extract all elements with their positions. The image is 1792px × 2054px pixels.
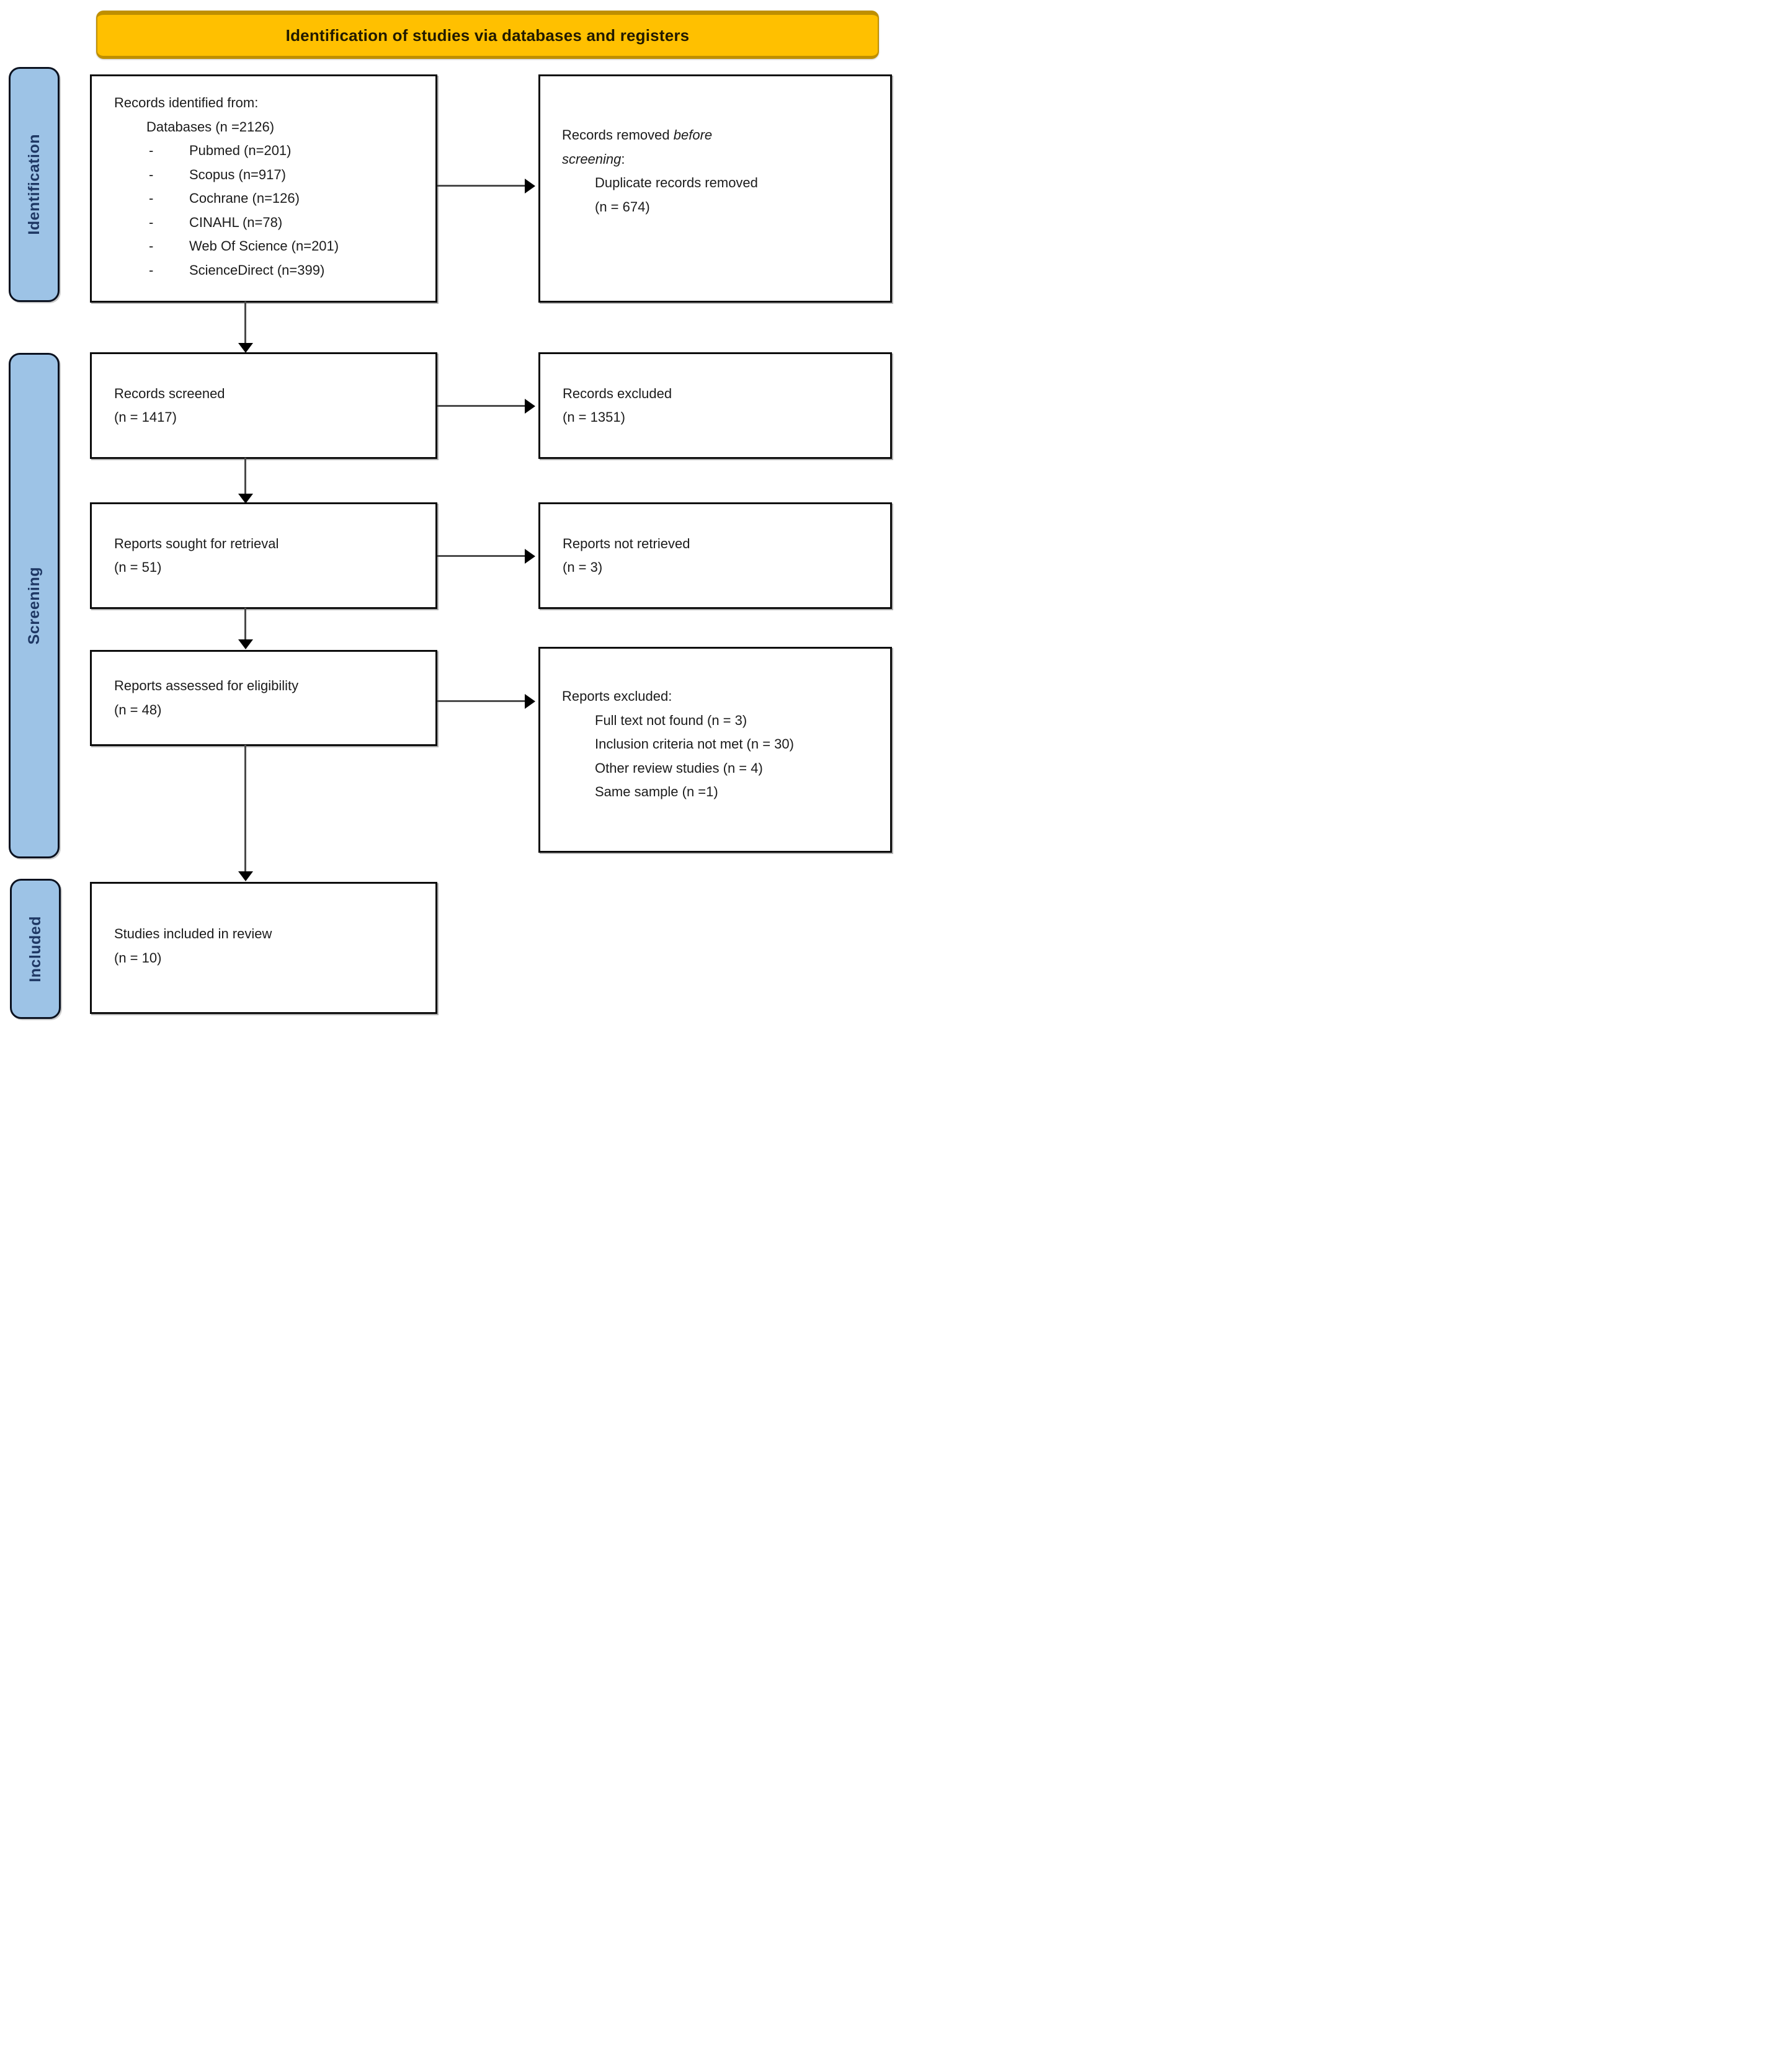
records-removed-line1: Records removed before [562, 123, 881, 148]
bullet-sciencedirect: - ScienceDirect (n=399) [114, 259, 429, 283]
bullet-dash-icon: - [149, 166, 154, 182]
bullet-dash-icon: - [149, 190, 154, 206]
arrow-line-assessed-to-reports-excluded [437, 700, 526, 702]
bullet-pubmed-label: Pubmed (n=201) [189, 143, 292, 158]
stage-bar-included: Included [10, 879, 61, 1019]
box-records-removed: Records removed before screening: Duplic… [538, 74, 892, 303]
bullet-scopus: - Scopus (n=917) [114, 163, 429, 187]
reports-excluded-item-full-text: Full text not found (n = 3) [595, 712, 747, 728]
bullet-dash-icon: - [149, 143, 154, 158]
box-records-excluded: Records excluded (n = 1351) [538, 352, 892, 459]
reports-assessed-label: Reports assessed for eligibility [114, 678, 299, 693]
records-identified-line1: Records identified from: [114, 95, 259, 110]
studies-included-count: (n = 10) [114, 949, 162, 966]
duplicates-removed-count: (n = 674) [595, 198, 650, 215]
arrow-head-identified-to-removed [525, 179, 535, 193]
records-removed-italic-before: before [673, 127, 713, 143]
arrow-line-identified-to-removed [437, 185, 526, 187]
records-removed-prefix: Records removed [562, 127, 674, 143]
records-removed-line2: screening: [562, 148, 881, 172]
stage-label-included: Included [26, 915, 44, 982]
bullet-pubmed: - Pubmed (n=201) [114, 139, 429, 163]
records-identified-databases: Databases (n =2126) [146, 118, 275, 135]
arrow-head-screened-to-excluded [525, 399, 535, 414]
banner-identification-header: Identification of studies via databases … [96, 11, 879, 59]
stage-label-identification: Identification [25, 134, 43, 235]
arrow-line-sought-to-assessed [244, 608, 246, 641]
bullet-cinahl-label: CINAHL (n=78) [189, 214, 283, 230]
records-excluded-label: Records excluded [563, 385, 672, 401]
box-reports-not-retrieved: Reports not retrieved (n = 3) [538, 502, 892, 609]
bullet-dash-icon: - [149, 214, 154, 230]
arrow-line-screened-to-excluded [437, 405, 526, 407]
reports-sought-count: (n = 51) [114, 559, 162, 575]
arrow-head-assessed-to-included [238, 871, 253, 881]
box-records-screened: Records screened (n = 1417) [90, 352, 437, 459]
box-reports-assessed: Reports assessed for eligibility (n = 48… [90, 650, 437, 746]
bullet-dash-icon: - [149, 262, 154, 278]
bullet-cochrane: - Cochrane (n=126) [114, 187, 429, 211]
arrow-line-sought-to-not-retrieved [437, 555, 526, 557]
box-reports-sought: Reports sought for retrieval (n = 51) [90, 502, 437, 609]
reports-sought-label: Reports sought for retrieval [114, 535, 279, 551]
records-excluded-count: (n = 1351) [563, 409, 625, 425]
records-screened-count: (n = 1417) [114, 409, 177, 425]
records-screened-label: Records screened [114, 385, 225, 401]
bullet-scopus-label: Scopus (n=917) [189, 166, 286, 182]
bullet-dash-icon: - [149, 238, 154, 254]
arrow-head-identified-to-screened [238, 343, 253, 353]
reports-not-retrieved-count: (n = 3) [563, 559, 603, 575]
reports-not-retrieved-label: Reports not retrieved [563, 535, 690, 551]
banner-title: Identification of studies via databases … [285, 25, 690, 45]
arrow-head-screened-to-sought [238, 494, 253, 504]
reports-assessed-count: (n = 48) [114, 701, 162, 718]
stage-bar-identification: Identification [9, 67, 60, 302]
arrow-line-screened-to-sought [244, 458, 246, 496]
reports-excluded-item-other-reviews: Other review studies (n = 4) [595, 760, 763, 776]
stage-label-screening: Screening [25, 566, 43, 645]
reports-excluded-title: Reports excluded: [562, 688, 672, 704]
reports-excluded-item-same-sample: Same sample (n =1) [595, 784, 718, 799]
arrow-line-assessed-to-included [244, 745, 246, 873]
reports-excluded-item-inclusion-criteria: Inclusion criteria not met (n = 30) [595, 736, 794, 752]
arrow-head-sought-to-not-retrieved [525, 549, 535, 564]
box-studies-included: Studies included in review (n = 10) [90, 882, 437, 1014]
records-removed-colon: : [621, 151, 625, 167]
bullet-sciencedirect-label: ScienceDirect (n=399) [189, 262, 325, 278]
studies-included-label: Studies included in review [114, 926, 272, 941]
prisma-flow-diagram: Identification of studies via databases … [0, 0, 896, 1027]
arrow-line-identified-to-screened [244, 301, 246, 345]
bullet-web-of-science-label: Web Of Science (n=201) [189, 238, 339, 254]
box-records-identified: Records identified from: Databases (n =2… [90, 74, 437, 303]
stage-bar-screening: Screening [9, 353, 60, 858]
duplicates-removed-label: Duplicate records removed [595, 175, 758, 190]
bullet-cochrane-label: Cochrane (n=126) [189, 190, 300, 206]
bullet-cinahl: - CINAHL (n=78) [114, 211, 429, 235]
arrow-head-assessed-to-reports-excluded [525, 694, 535, 709]
bullet-web-of-science: - Web Of Science (n=201) [114, 234, 429, 259]
box-reports-excluded: Reports excluded: Full text not found (n… [538, 647, 892, 853]
arrow-head-sought-to-assessed [238, 639, 253, 649]
records-removed-italic-screening: screening [562, 151, 622, 167]
